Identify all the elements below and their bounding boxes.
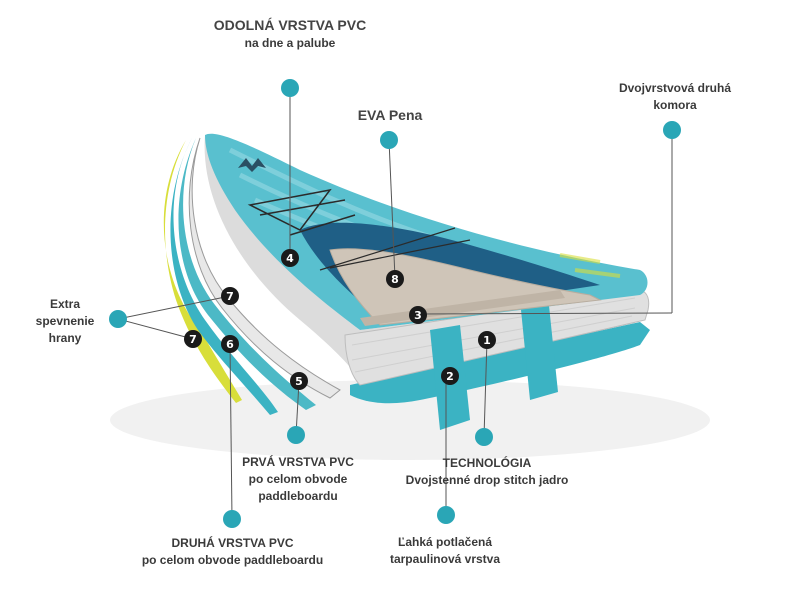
callout-dot-eva <box>380 131 398 149</box>
label-druha-line2: po celom obvode paddleboardu <box>141 553 324 567</box>
label-eva-pena: EVA Pena <box>340 106 440 125</box>
callout-dot-odolna <box>281 79 299 97</box>
label-odolna-vrstva: ODOLNÁ VRSTVA PVC na dne a palube <box>200 16 380 52</box>
label-technologia-line1: TECHNOLÓGIA <box>442 456 532 470</box>
callout-dots <box>109 79 681 528</box>
label-lahka-line1: Ľahká potlačená <box>397 535 493 549</box>
svg-text:1: 1 <box>483 334 491 347</box>
eva-pad-tan <box>329 248 602 326</box>
svg-text:2: 2 <box>446 370 454 383</box>
badge-7-lower: 7 <box>184 330 202 348</box>
drop-stitch-fin-right <box>520 296 558 400</box>
label-extra-line2: spevnenie <box>35 314 95 328</box>
badge-4: 4 <box>281 249 299 267</box>
callout-dot-dvojvrstvova <box>663 121 681 139</box>
label-extra-line1: Extra <box>49 297 81 311</box>
svg-text:4: 4 <box>286 252 294 265</box>
deck-cord <box>319 227 471 271</box>
outer-pvc-layer-strip <box>170 138 278 415</box>
label-prva-vrstva: PRVÁ VRSTVA PVC po celom obvode paddlebo… <box>228 454 368 505</box>
label-eva-title: EVA Pena <box>357 107 423 123</box>
label-extra-line3: hrany <box>48 331 82 345</box>
label-druha-vrstva: DRUHÁ VRSTVA PVC po celom obvode paddleb… <box>120 535 345 569</box>
badge-2: 2 <box>441 367 459 385</box>
number-badges: 1 2 3 4 5 6 7 7 <box>184 249 496 390</box>
connector-lines <box>117 88 673 520</box>
svg-text:6: 6 <box>226 338 234 351</box>
badge-6: 6 <box>221 335 239 353</box>
label-odolna-sub: na dne a palube <box>244 36 336 50</box>
badge-5: 5 <box>290 372 308 390</box>
callout-dot-extra <box>109 310 127 328</box>
badge-8: 8 <box>386 270 404 288</box>
yellow-reinforcement-strip <box>163 140 242 403</box>
second-pvc-layer-strip <box>178 138 316 410</box>
callout-dot-druha <box>223 510 241 528</box>
label-dvojvrstvova-komora: Dvojvrstvová druhá komora <box>590 80 760 114</box>
deck-yellow-accent <box>559 253 621 278</box>
label-technologia: TECHNOLÓGIA Dvojstenné drop stitch jadro <box>382 455 592 489</box>
svg-text:5: 5 <box>295 375 303 388</box>
svg-text:3: 3 <box>414 309 422 322</box>
label-dvojvrstvova-line2: komora <box>653 98 697 112</box>
callout-dot-technologia <box>475 428 493 446</box>
label-dvojvrstvova-line1: Dvojvrstvová druhá <box>618 81 732 95</box>
callout-dot-prva <box>287 426 305 444</box>
badge-7-upper: 7 <box>221 287 239 305</box>
svg-text:8: 8 <box>391 273 399 286</box>
label-odolna-title: ODOLNÁ VRSTVA PVC <box>213 17 367 33</box>
svg-text:7: 7 <box>226 290 234 303</box>
first-pvc-layer-strip <box>188 137 341 399</box>
label-lahka-line2: tarpaulinová vrstva <box>389 552 501 566</box>
label-extra-spevnenie: Extra spevnenie hrany <box>30 296 100 347</box>
brand-logo-mark <box>238 158 266 172</box>
label-druha-line1: DRUHÁ VRSTVA PVC <box>171 536 294 550</box>
label-technologia-line2: Dvojstenné drop stitch jadro <box>405 473 569 487</box>
label-prva-line2: po celom obvode <box>248 472 348 486</box>
label-prva-line3: paddleboardu <box>258 489 338 503</box>
label-lahka-tarpaulinova: Ľahká potlačená tarpaulinová vrstva <box>370 534 520 568</box>
badge-1: 1 <box>478 331 496 349</box>
label-prva-line1: PRVÁ VRSTVA PVC <box>242 455 354 469</box>
board-bottom-skin <box>350 322 650 404</box>
svg-text:7: 7 <box>189 333 197 346</box>
badge-3: 3 <box>409 306 427 324</box>
callout-dot-lahka <box>437 506 455 524</box>
